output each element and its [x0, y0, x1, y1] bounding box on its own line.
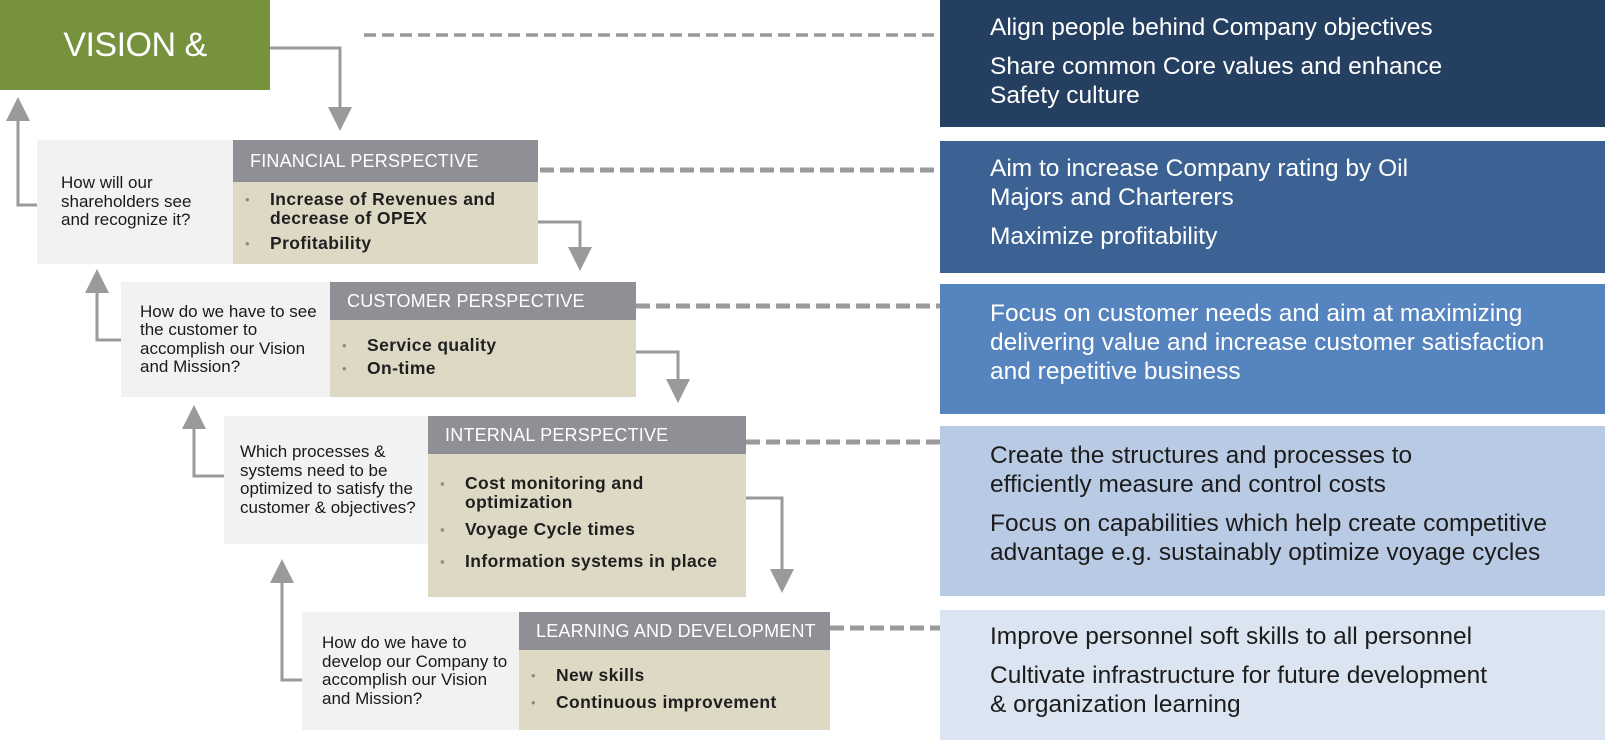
internal-perspective-header: INTERNAL PERSPECTIVE: [428, 416, 746, 454]
customer-perspective-title: CUSTOMER PERSPECTIVE: [347, 290, 585, 311]
vision-goal: Share common Core values and enhance Saf…: [990, 53, 1443, 109]
customer-goal: Focus on customer needs and aim at maxim…: [990, 300, 1545, 385]
financial-perspective-title: FINANCIAL PERSPECTIVE: [250, 150, 479, 171]
learning-question: How do we have to develop our Company to…: [322, 633, 508, 708]
learning-item: •Continuous improvement: [531, 692, 777, 712]
financial-goals-panel: Aim to increase Company rating by Oil Ma…: [940, 141, 1605, 273]
learning-question-box: How do we have to develop our Company to…: [302, 612, 519, 730]
financial-perspective-header: FINANCIAL PERSPECTIVE: [233, 140, 538, 182]
learning-perspective-body: •New skills •Continuous improvement: [519, 650, 830, 730]
financial-question-box: How will our shareholders see and recogn…: [37, 140, 233, 264]
customer-item: •Service quality: [342, 335, 497, 355]
vision-mission-title: VISION & MISSION: [0, 0, 270, 154]
vision-goal: Align people behind Company objectives: [990, 14, 1433, 41]
internal-perspective-body: ▪Cost monitoring and optimization ▪Voyag…: [428, 454, 746, 597]
arrow-internal-to-learning: [746, 496, 794, 593]
vision-goals-panel: Align people behind Company objectives S…: [940, 0, 1605, 127]
internal-goals-panel: Create the structures and processes to e…: [940, 426, 1605, 596]
arrow-customer-to-internal: [636, 350, 690, 403]
internal-goal: Create the structures and processes to e…: [990, 442, 1413, 498]
learning-item: •New skills: [531, 665, 645, 685]
internal-perspective-title: INTERNAL PERSPECTIVE: [445, 424, 669, 445]
financial-item: •Increase of Revenues and decrease of OP…: [245, 189, 496, 228]
internal-item: ▪Information systems in place: [440, 551, 718, 571]
learning-goals-panel: Improve personnel soft skills to all per…: [940, 610, 1605, 740]
financial-perspective-body: •Increase of Revenues and decrease of OP…: [233, 182, 538, 264]
customer-item: •On-time: [342, 358, 436, 378]
arrow-customer-to-financial: [85, 269, 121, 342]
customer-question: How do we have to see the customer to ac…: [140, 301, 317, 376]
customer-question-box: How do we have to see the customer to ac…: [121, 282, 330, 397]
arrow-learning-to-internal: [270, 559, 302, 682]
internal-question-box: Which processes & systems need to be opt…: [224, 416, 428, 544]
internal-item: ▪Voyage Cycle times: [440, 519, 636, 539]
arrow-vision-to-financial: [270, 46, 352, 131]
financial-question: How will our shareholders see and recogn…: [61, 173, 192, 230]
arrow-financial-to-vision: [5, 97, 37, 207]
financial-goal: Maximize profitability: [990, 223, 1218, 250]
arrow-financial-to-customer: [538, 220, 592, 271]
customer-perspective-header: CUSTOMER PERSPECTIVE: [330, 282, 636, 320]
financial-item: •Profitability: [245, 233, 372, 253]
financial-goal: Aim to increase Company rating by Oil Ma…: [990, 155, 1409, 211]
learning-perspective-header: LEARNING AND DEVELOPMENT: [519, 612, 830, 650]
internal-question: Which processes & systems need to be opt…: [240, 442, 416, 517]
internal-item: ▪Cost monitoring and optimization: [440, 473, 644, 512]
learning-goal: Cultivate infrastructure for future deve…: [990, 662, 1488, 718]
arrow-internal-to-customer: [182, 405, 224, 478]
learning-goal: Improve personnel soft skills to all per…: [990, 623, 1473, 650]
customer-perspective-body: •Service quality •On-time: [330, 320, 636, 397]
internal-goal: Focus on capabilities which help create …: [990, 510, 1547, 566]
customer-goals-panel: Focus on customer needs and aim at maxim…: [940, 284, 1605, 414]
learning-perspective-title: LEARNING AND DEVELOPMENT: [536, 620, 816, 641]
